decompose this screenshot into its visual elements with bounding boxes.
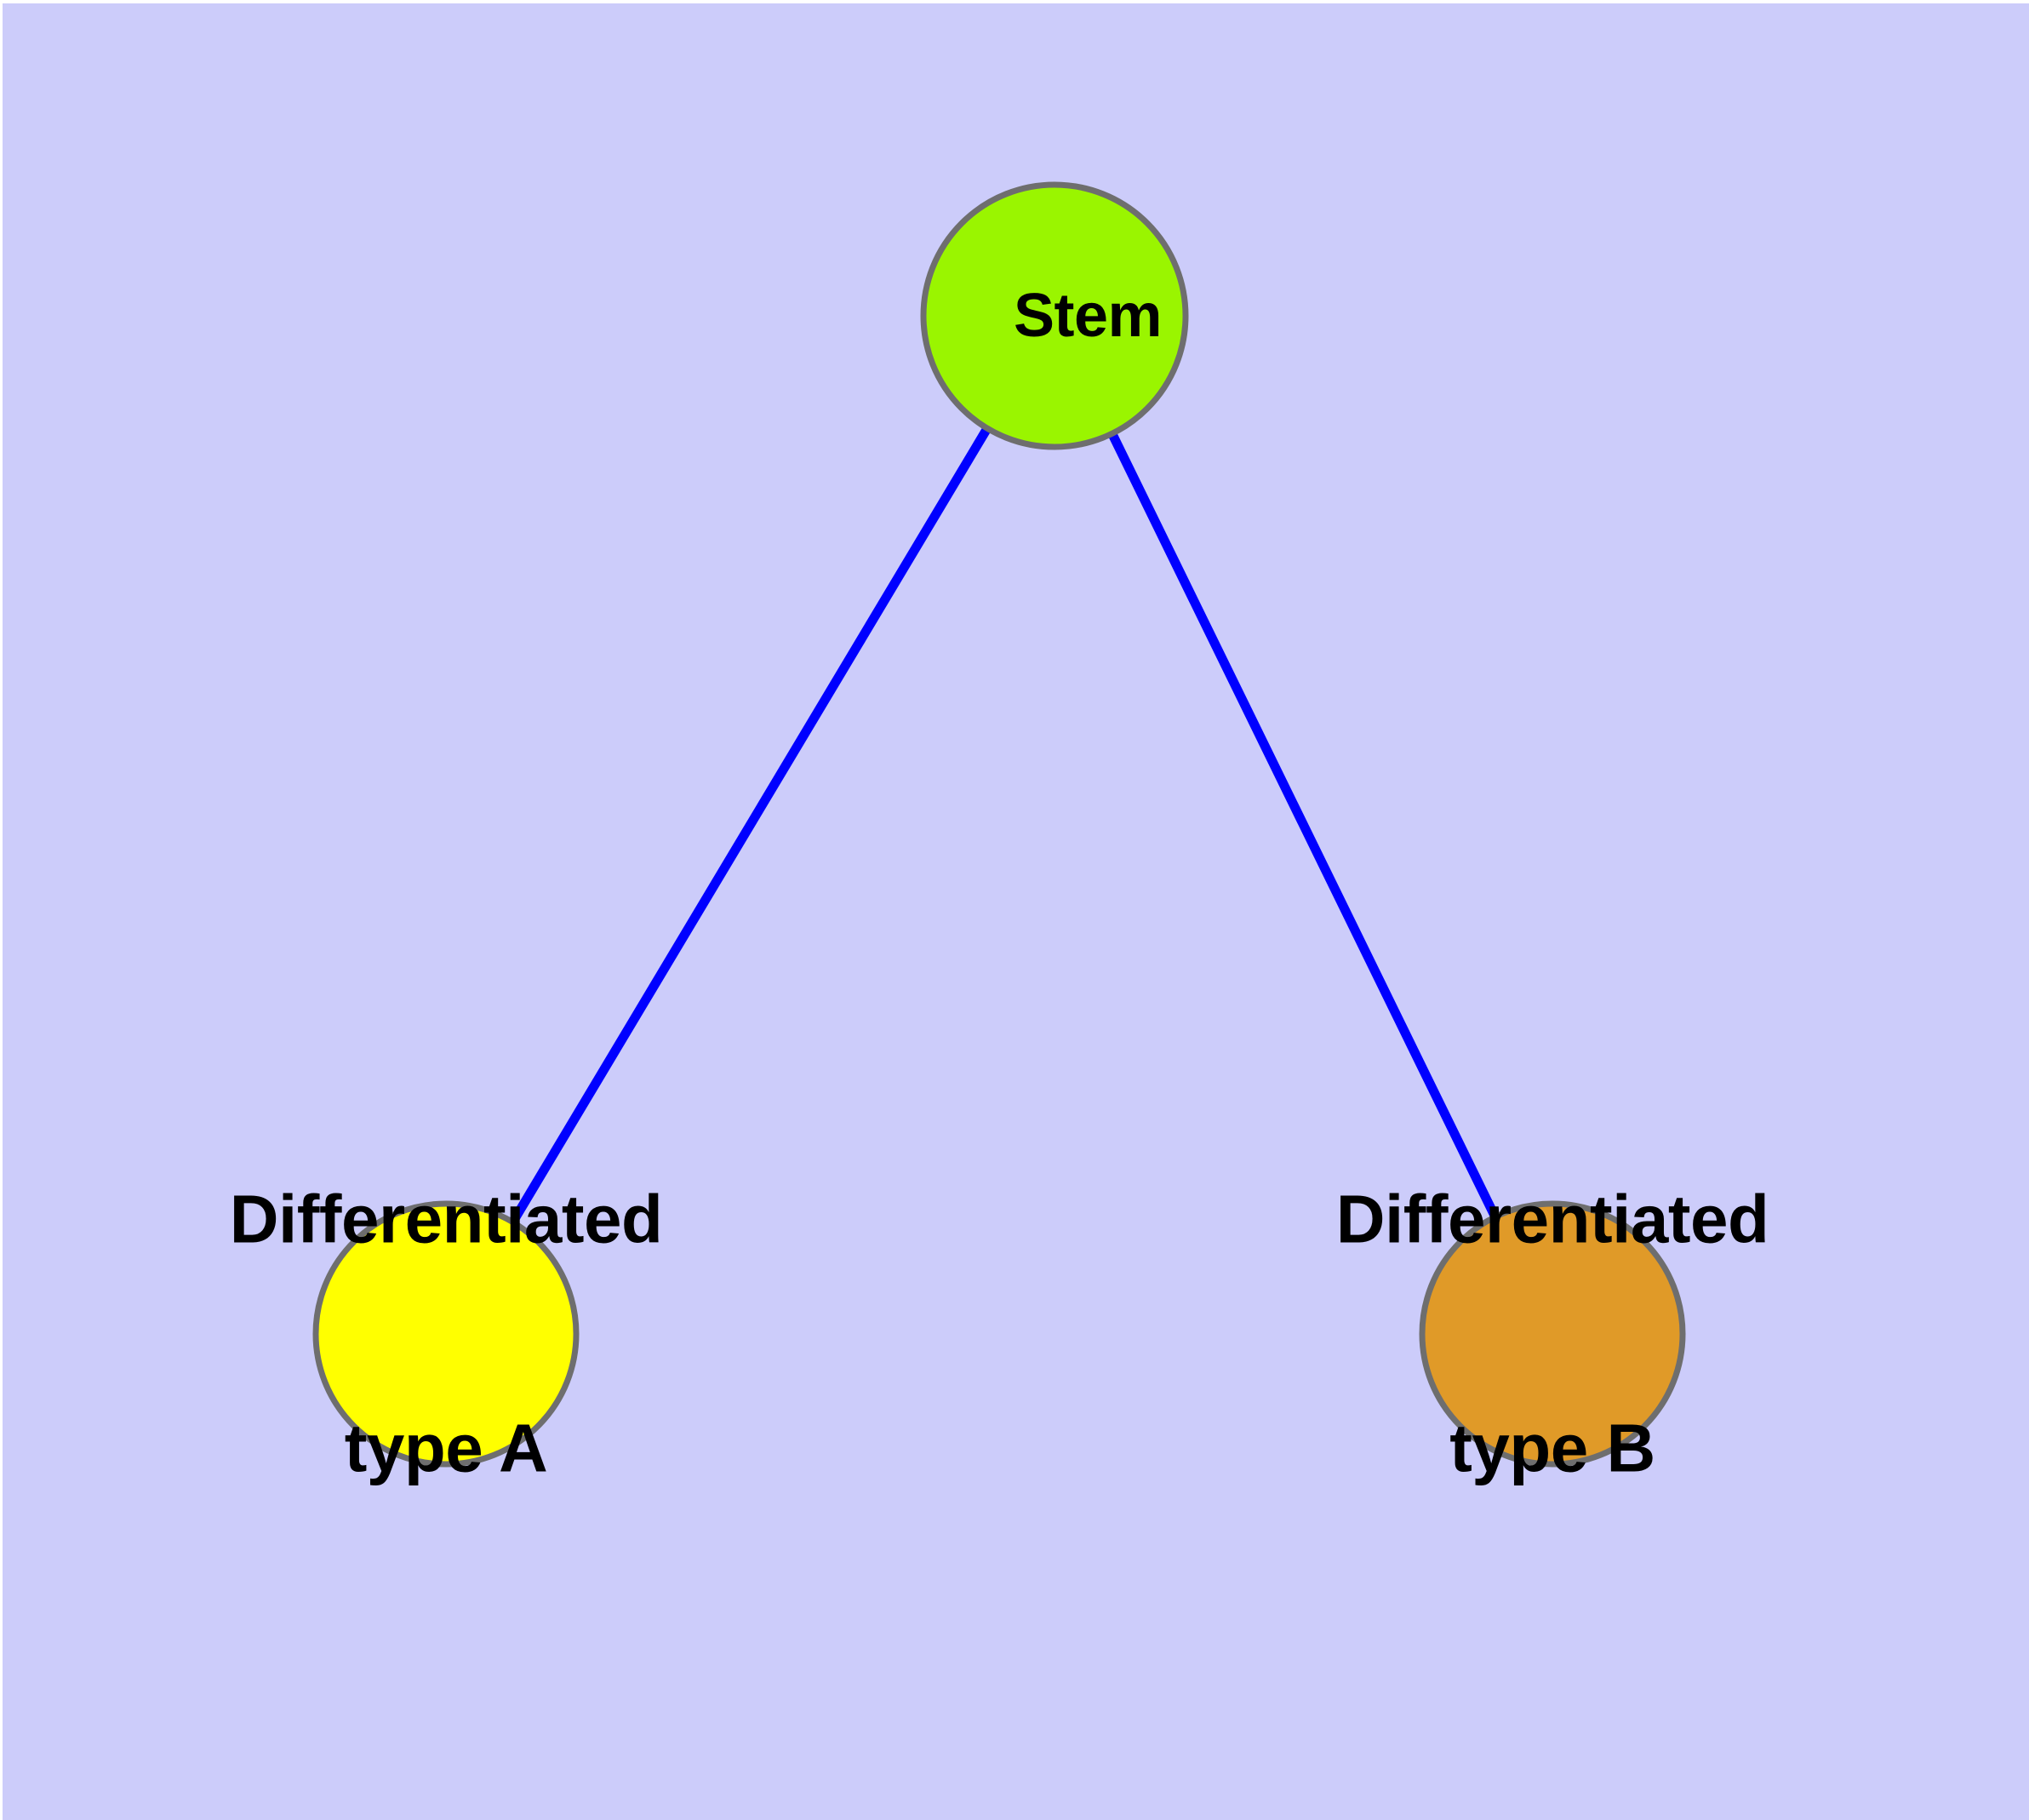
edge-stem-to-diff-b [1050, 313, 1557, 1336]
edge-stem-to-diff-a [442, 313, 1059, 1336]
node-circle-diff-b[interactable] [1419, 1200, 1686, 1468]
node-circle-stem[interactable] [920, 181, 1189, 450]
node-layer [312, 181, 1686, 1468]
edge-layer [442, 313, 1557, 1336]
node-circle-diff-a[interactable] [312, 1200, 580, 1468]
